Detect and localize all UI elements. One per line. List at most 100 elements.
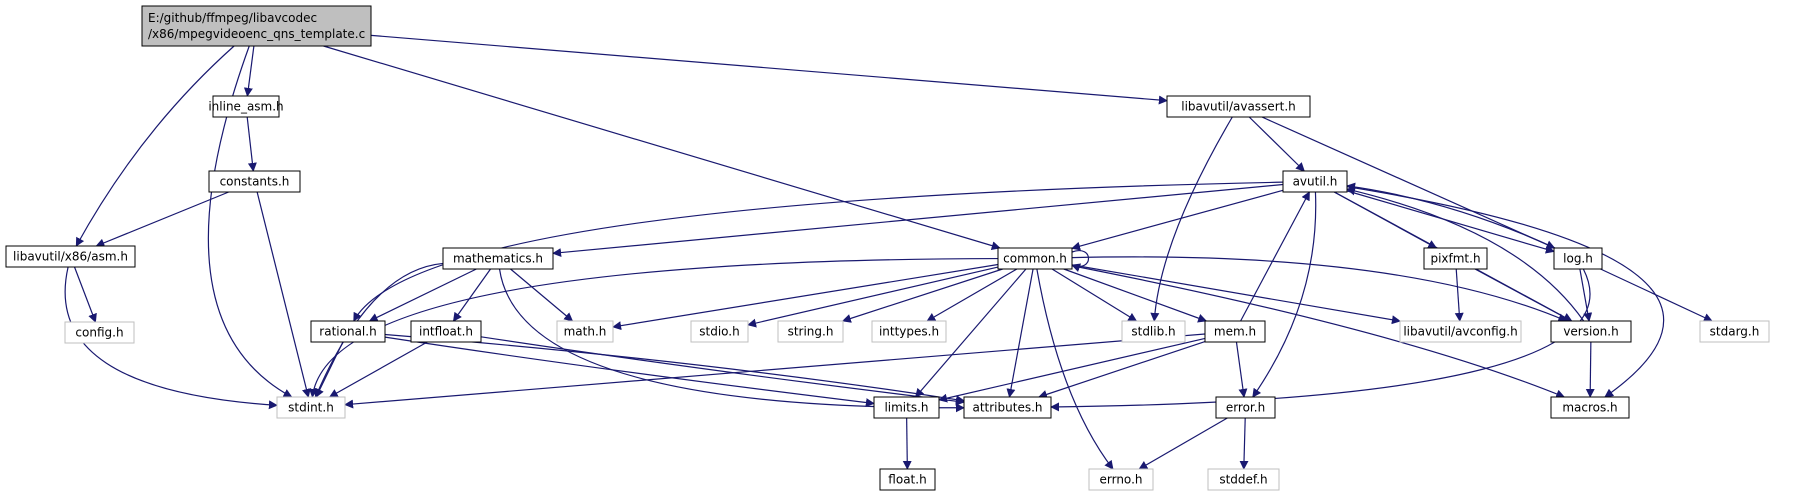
edge-mem-to-limits — [938, 337, 1206, 403]
node-libavutil-avassert[interactable]: libavutil/avassert.h — [1166, 95, 1311, 118]
edge-error-to-stddef — [1239, 417, 1249, 470]
node-label: stdarg.h — [1710, 325, 1760, 339]
edge-mem-to-attributes — [1038, 340, 1206, 399]
node-libavutil-x86-asm[interactable]: libavutil/x86/asm.h — [5, 245, 136, 268]
edge-common-to-common — [1071, 250, 1089, 272]
node-error[interactable]: error.h — [1215, 396, 1276, 419]
edge-version-to-avutil — [1346, 186, 1585, 322]
edge-mem-to-avutil — [1240, 191, 1310, 322]
edge-intfloat-to-attributes — [480, 336, 965, 406]
edge-avutil-to-log — [1346, 190, 1555, 254]
node-label: limits.h — [884, 401, 928, 415]
node-label: error.h — [1226, 401, 1265, 415]
node-label: stdlib.h — [1131, 325, 1175, 339]
edge-libavutil_x86_asm-to-config — [73, 266, 97, 323]
node-macros[interactable]: macros.h — [1550, 396, 1630, 419]
edge-log-to-avutil — [1346, 182, 1556, 249]
node-label: libavutil/avassert.h — [1181, 100, 1296, 114]
edge-common-to-attributes — [1006, 268, 1034, 398]
node-label: version.h — [1563, 325, 1618, 339]
node-box — [310, 320, 386, 343]
node-log[interactable]: log.h — [1553, 247, 1603, 270]
node-constants[interactable]: constants.h — [208, 170, 301, 193]
edge-common-to-limits — [914, 268, 1027, 398]
edge-common-to-macros — [1071, 265, 1566, 399]
edge-common-to-mem — [1063, 268, 1208, 323]
node-box — [777, 320, 844, 343]
edge-avutil-to-rational — [353, 181, 1284, 322]
node-box — [1215, 396, 1276, 419]
node-box — [442, 247, 554, 270]
edge-avutil-to-macros — [1346, 186, 1665, 398]
node-mathematics[interactable]: mathematics.h — [442, 247, 554, 270]
node-label: common.h — [1003, 252, 1067, 266]
node-label: errno.h — [1100, 473, 1143, 487]
node-box — [208, 170, 301, 193]
node-label: stddef.h — [1219, 473, 1267, 487]
edge-mathematics-to-math — [510, 268, 574, 322]
edge-common-to-version — [1071, 256, 1568, 322]
edge-libavutil_avassert-to-avutil — [1248, 116, 1305, 172]
edge-limits-to-float — [902, 417, 912, 470]
edge-root-to-libavutil_avassert — [370, 34, 1168, 105]
node-stddef: stddef.h — [1207, 468, 1280, 491]
node-box — [212, 95, 280, 118]
node-box — [1699, 320, 1770, 343]
node-stdint: stdint.h — [276, 396, 346, 419]
node-attributes[interactable]: attributes.h — [963, 396, 1052, 419]
node-errno: errno.h — [1088, 468, 1154, 491]
node-label: float.h — [888, 473, 926, 487]
edge-log-to-version — [1579, 268, 1593, 322]
edge-root-to-libavutil_x86_asm — [75, 45, 235, 247]
node-label: rational.h — [319, 325, 376, 339]
node-config: config.h — [64, 321, 135, 344]
node-stdio: stdio.h — [690, 320, 749, 343]
node-box — [873, 396, 940, 419]
node-box — [276, 396, 346, 419]
node-box — [1550, 396, 1630, 419]
edge-mathematics-to-attributes — [498, 268, 965, 413]
node-common[interactable]: common.h — [997, 247, 1073, 270]
node-inline-asm[interactable]: inline_asm.h — [208, 95, 284, 118]
edge-common-to-stdlib — [1051, 268, 1138, 322]
node-box — [64, 321, 135, 344]
node-label: inline_asm.h — [208, 100, 283, 114]
edge-pixfmt-to-version — [1474, 268, 1573, 322]
edge-log-to-stdarg — [1600, 268, 1713, 322]
edge-root-to-inline_asm — [243, 45, 255, 97]
edge-libavutil_x86_asm-to-stdint — [64, 266, 278, 410]
edge-rational-to-limits — [384, 336, 875, 408]
node-label: log.h — [1563, 252, 1593, 266]
edge-mathematics-to-stdint — [314, 262, 444, 398]
node-avutil[interactable]: avutil.h — [1282, 170, 1348, 193]
edge-avutil-to-error — [1252, 191, 1317, 398]
node-string: string.h — [777, 320, 844, 343]
node-label: mem.h — [1214, 325, 1256, 339]
node-pixfmt[interactable]: pixfmt.h — [1423, 247, 1488, 270]
node-label: math.h — [564, 325, 607, 339]
node-box — [1553, 247, 1603, 270]
edge-common-to-errno — [1036, 268, 1114, 470]
node-label: mathematics.h — [453, 252, 543, 266]
node-label: avutil.h — [1293, 175, 1338, 189]
edge-libavutil_avassert-to-log — [1261, 116, 1556, 249]
node-mem[interactable]: mem.h — [1204, 320, 1266, 343]
node-root[interactable]: E:/github/ffmpeg/libavcodec/x86/mpegvide… — [141, 5, 372, 47]
edge-constants-to-stdint — [256, 191, 311, 398]
node-version[interactable]: version.h — [1550, 320, 1632, 343]
node-rational[interactable]: rational.h — [310, 320, 386, 343]
edge-common-to-inttypes — [926, 268, 1018, 322]
edge-inline_asm-to-constants — [246, 116, 257, 172]
node-float[interactable]: float.h — [879, 468, 936, 491]
edge-common-to-math — [612, 263, 999, 331]
node-label: attributes.h — [972, 401, 1042, 415]
edge-mathematics-to-intfloat — [452, 268, 492, 322]
node-label: /x86/mpegvideoenc_qns_template.c — [148, 27, 365, 41]
node-box — [556, 320, 614, 343]
node-limits[interactable]: limits.h — [873, 396, 940, 419]
edge-avutil-to-common — [1071, 189, 1284, 251]
node-intfloat[interactable]: intfloat.h — [410, 320, 482, 343]
node-label: E:/github/ffmpeg/libavcodec — [148, 11, 317, 25]
edge-error-to-errno — [1138, 417, 1228, 470]
